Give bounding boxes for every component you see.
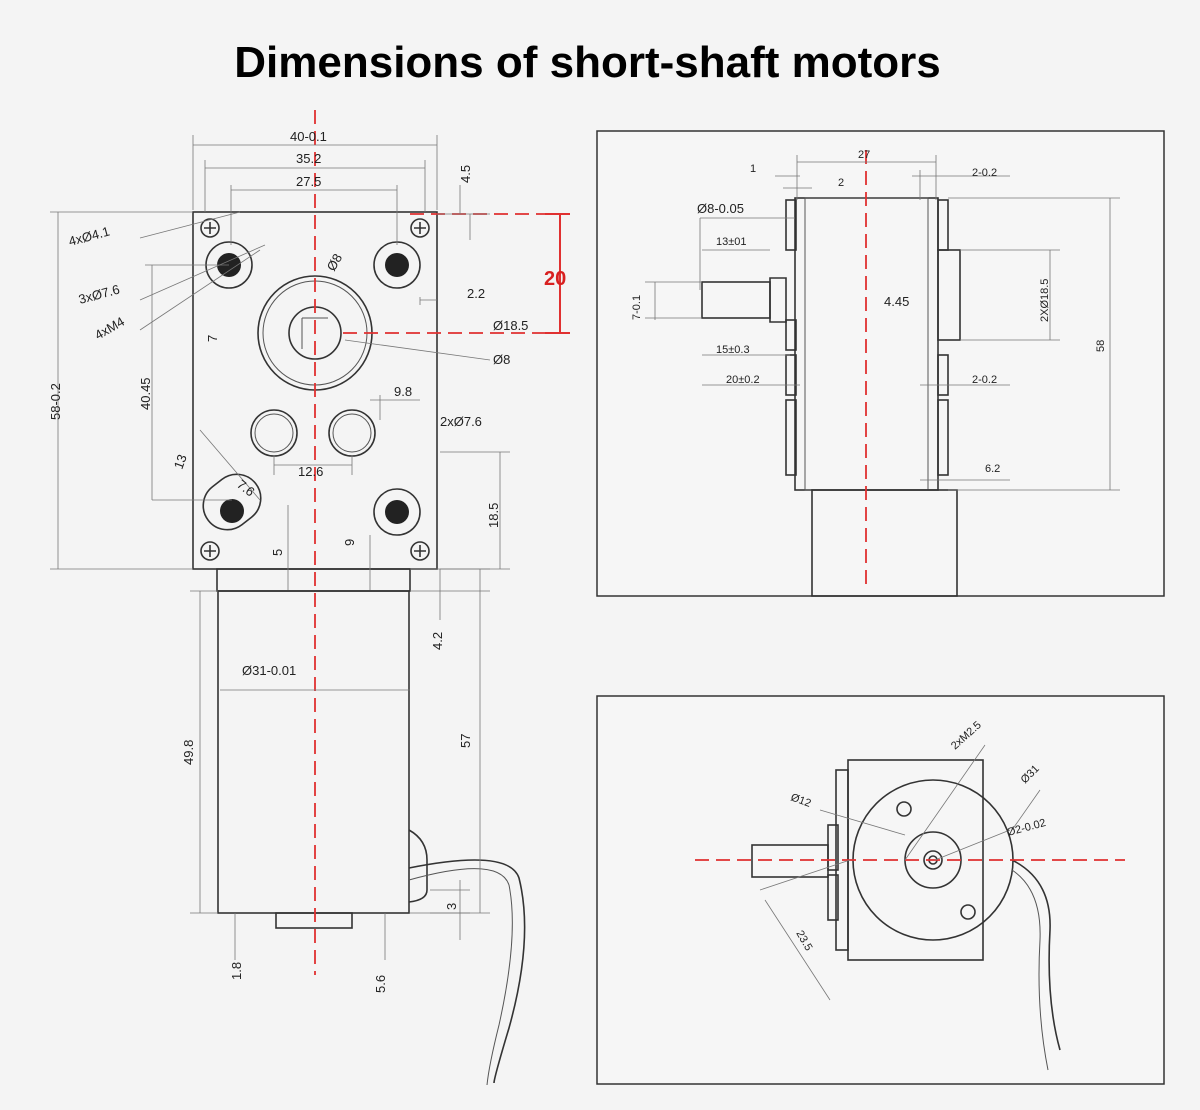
dim-label: 57 [458, 734, 473, 748]
dim-label: 3 [444, 903, 459, 910]
red-dimension-20: 20 [544, 268, 566, 290]
dim-label: 18.5 [486, 503, 501, 528]
dim-label: 13 [171, 452, 190, 471]
dim-label: 27 [858, 149, 870, 161]
dim-label: 27.5 [296, 174, 321, 189]
dim-label: 13±01 [716, 236, 747, 248]
dim-label: 9 [342, 539, 357, 546]
dim-label: 49.8 [181, 740, 196, 765]
side-view-panel: 27 1 2 2-0.2 Ø8-0.05 13±01 7-0.1 4.45 2X… [596, 130, 1165, 597]
dim-label: 40.45 [138, 377, 153, 410]
dim-label: 40-0.1 [290, 129, 327, 144]
dim-label: 2.2 [467, 286, 485, 301]
dim-label: 6.2 [985, 463, 1000, 475]
dim-label: 2 [838, 177, 844, 189]
dim-label: 1 [750, 163, 756, 175]
dim-label: 2xØ7.6 [440, 414, 482, 429]
dim-label: Ø8 [324, 251, 346, 274]
dim-label: 20±0.2 [726, 374, 760, 386]
motor-neck [216, 568, 411, 592]
dim-label: 9.8 [394, 384, 412, 399]
motor-body [217, 590, 410, 914]
dim-label: 1.8 [229, 962, 244, 980]
dim-label: 4.45 [884, 294, 909, 309]
dim-label: 7.6 [234, 477, 257, 500]
dim-label: 12.6 [298, 464, 323, 479]
dim-label: Ø18.5 [493, 318, 528, 333]
dim-label: 2-0.2 [972, 374, 997, 386]
page-title: Dimensions of short-shaft motors [234, 38, 941, 87]
front-view: 40-0.1 35.2 27.5 4.5 4xØ4.1 3xØ7.6 4xM4 … [48, 110, 570, 1086]
corner-screws [200, 218, 430, 561]
front-dimension-lines [50, 135, 510, 960]
dim-label: Ø31-0.01 [242, 663, 296, 678]
dim-label: 58 [1095, 340, 1107, 352]
dim-label: 3xØ7.6 [77, 282, 121, 307]
dim-label: 5.6 [373, 975, 388, 993]
dim-label: 4xM4 [92, 314, 127, 343]
dim-label: 4xØ4.1 [67, 224, 111, 249]
dim-label: 7 [205, 335, 220, 342]
dim-label: 4.2 [430, 632, 445, 650]
dim-label: 2-0.2 [972, 167, 997, 179]
dim-label: 58-0.2 [48, 383, 63, 420]
dim-label: 7-0.1 [631, 295, 643, 320]
end-view-panel: 2xM2.5 Ø31 Ø12 Ø2-0.02 23.5 [596, 695, 1165, 1085]
dim-label: 2XØ18.5 [1039, 279, 1051, 322]
dim-label: 4.5 [458, 165, 473, 183]
dim-label: 15±0.3 [716, 344, 750, 356]
dim-label: Ø8-0.05 [697, 201, 744, 216]
slot [202, 473, 262, 531]
dim-label: Ø8 [493, 352, 510, 367]
dim-label: 5 [270, 549, 285, 556]
dim-label: 35.2 [296, 151, 321, 166]
